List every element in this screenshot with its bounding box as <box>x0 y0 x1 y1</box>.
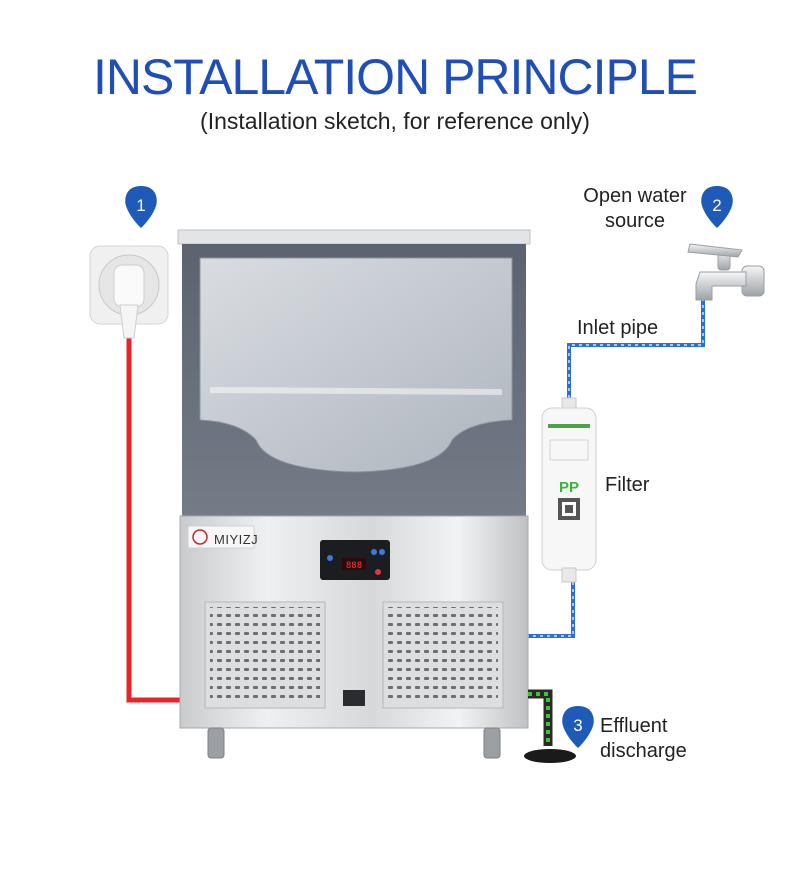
display-reading: 888 <box>346 561 362 571</box>
marker-1-number: 1 <box>136 196 145 215</box>
marker-3: 3 <box>562 706 594 748</box>
marker-1: 1 <box>125 186 157 228</box>
brand-label: MIYIZJ <box>214 532 259 547</box>
ice-machine: 888 <box>177 229 531 759</box>
filter-code: PP <box>559 479 579 496</box>
marker-2-number: 2 <box>712 196 721 215</box>
filter-cartridge: PP <box>541 397 597 583</box>
wall-socket <box>89 245 169 339</box>
page-title: INSTALLATION PRINCIPLE <box>92 49 698 105</box>
water-tap <box>687 243 765 301</box>
marker-2: 2 <box>701 186 733 228</box>
power-cable <box>126 335 183 703</box>
inlet-pipe-label: Inlet pipe <box>577 317 659 339</box>
marker-3-number: 3 <box>573 716 582 735</box>
water-source-label: Open water source <box>583 185 687 232</box>
page-subtitle: (Installation sketch, for reference only… <box>200 108 590 134</box>
filter-label: Filter <box>605 474 650 496</box>
drain-pipe <box>524 689 576 763</box>
effluent-label: Effluent discharge <box>600 715 687 762</box>
